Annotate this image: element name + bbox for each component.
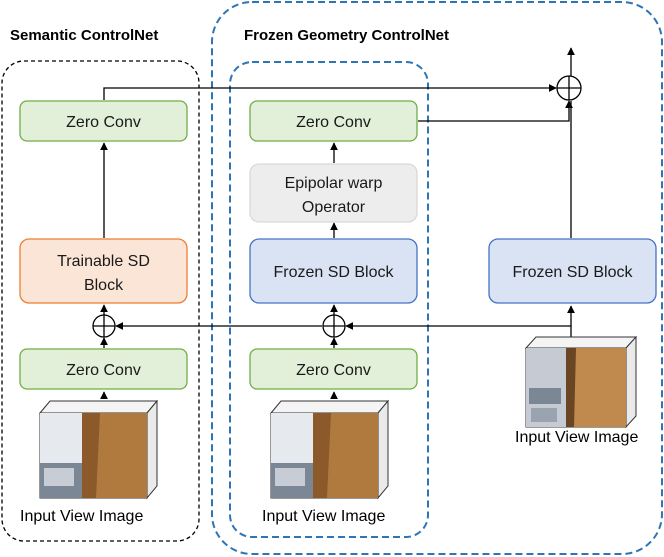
- sem-zero-conv-top: Zero Conv: [19, 100, 188, 142]
- sem-zero-conv-bottom: Zero Conv: [19, 348, 188, 390]
- geo-input-caption: Input View Image: [262, 508, 385, 525]
- output-add-node: [556, 75, 582, 101]
- epipolar-warp-operator: Epipolar warp Operator: [249, 163, 418, 223]
- geometry-controlnet-inner-frame: [229, 61, 429, 538]
- trainable-sd-label-1: Trainable SD: [57, 253, 150, 270]
- geometry-output-line: [418, 100, 573, 122]
- geo-input-image: [269, 399, 390, 500]
- epipolar-label-1: Epipolar warp: [285, 175, 383, 192]
- geo-frozen-sd-block: Frozen SD Block: [249, 238, 418, 304]
- main-frozen-sd-label: Frozen SD Block: [512, 264, 633, 281]
- geo-zero-conv-top: Zero Conv: [249, 100, 418, 142]
- trainable-sd-block: Trainable SD Block: [19, 238, 188, 304]
- geo-zero-conv-top-label: Zero Conv: [296, 114, 371, 131]
- epipolar-label-2: Operator: [302, 199, 366, 216]
- main-input-to-geo-plus: [345, 322, 572, 338]
- main-frozen-sd-block: Frozen SD Block: [488, 238, 657, 304]
- geo-zero-conv-bottom: Zero Conv: [249, 348, 418, 390]
- geometry-controlnet-title: Frozen Geometry ControlNet: [244, 27, 449, 44]
- sem-input-caption: Input View Image: [20, 508, 143, 525]
- semantic-output-line: [103, 84, 557, 100]
- sem-zero-conv-bottom-label: Zero Conv: [66, 362, 141, 379]
- sem-zero-conv-top-label: Zero Conv: [66, 114, 141, 131]
- trainable-sd-label-2: Block: [84, 277, 124, 294]
- main-input-image: [524, 335, 638, 429]
- sem-input-image: [38, 399, 159, 500]
- sem-add-node: [92, 314, 116, 338]
- semantic-controlnet-title: Semantic ControlNet: [10, 27, 158, 44]
- main-input-caption: Input View Image: [515, 429, 638, 446]
- geo-zero-conv-bottom-label: Zero Conv: [296, 362, 371, 379]
- geo-add-node: [322, 314, 346, 338]
- geo-frozen-sd-label: Frozen SD Block: [273, 264, 394, 281]
